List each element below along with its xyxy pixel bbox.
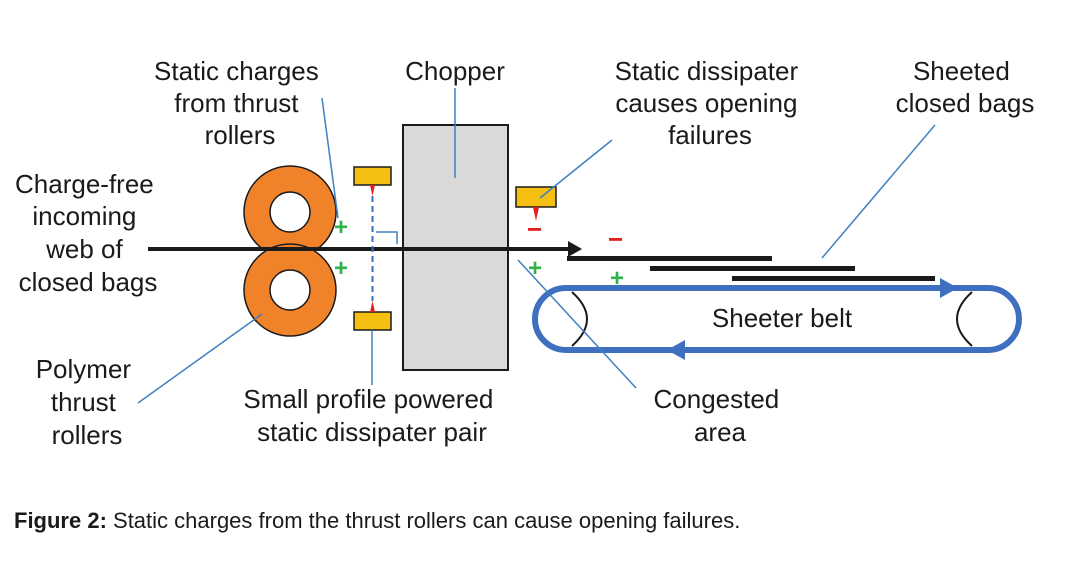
sheeter-belt	[532, 285, 1022, 353]
lower-thrust-roller-outline	[243, 243, 337, 337]
caption-text: Static charges from the thrust rollers c…	[106, 508, 741, 533]
caption-prefix: Figure 2:	[14, 508, 107, 533]
minus-sign-dissipater: −	[527, 214, 542, 244]
upper-thrust-roller-hole	[269, 191, 311, 233]
label-sheeted: Sheeted closed bags	[896, 56, 1035, 118]
lower-thrust-roller	[244, 244, 336, 336]
sheeted-bag-3	[732, 276, 935, 281]
upper-small-dissipater	[353, 166, 392, 186]
plus-sign-lower-roller: +	[334, 255, 348, 282]
static-dissipater-tip	[533, 207, 539, 221]
lower-small-dissipater-tip	[370, 301, 375, 312]
web-arrowhead	[568, 241, 582, 257]
belt-arrow-top	[940, 278, 958, 298]
leader-polymer	[137, 313, 263, 404]
lower-thrust-roller-hole	[269, 269, 311, 311]
belt-left-pulley	[571, 291, 588, 347]
label-chopper: Chopper	[405, 56, 505, 86]
label-static-charges: Static charges from thrust rollers	[154, 56, 326, 150]
label-dissipater-fail: Static dissipater causes opening failure…	[615, 56, 806, 150]
leader-static-charges	[321, 97, 339, 219]
label-congested: Congested area	[654, 384, 787, 447]
upper-small-dissipater-tip	[370, 185, 375, 196]
belt-right-pulley	[956, 291, 973, 347]
minus-sign-sheets: −	[608, 224, 623, 254]
label-small-profile: Small profile powered static dissipater …	[243, 384, 500, 447]
small-profile-bracket	[376, 231, 398, 244]
leader-dissipater-fail	[539, 139, 613, 199]
lower-small-dissipater	[353, 311, 392, 331]
plus-sign-upper-roller: +	[334, 214, 348, 241]
figure-caption: Figure 2: Static charges from the thrust…	[14, 508, 740, 534]
leader-congested	[517, 259, 637, 389]
leader-sheeted	[821, 124, 936, 259]
label-incoming: Charge-free incoming web of closed bags	[15, 169, 161, 297]
label-polymer: Polymer thrust rollers	[36, 354, 139, 450]
sheeted-bag-2	[650, 266, 855, 271]
sheeted-bag-1	[567, 256, 772, 261]
belt-arrow-bottom	[667, 340, 685, 360]
sheeter-belt-label: Sheeter belt	[712, 303, 853, 333]
